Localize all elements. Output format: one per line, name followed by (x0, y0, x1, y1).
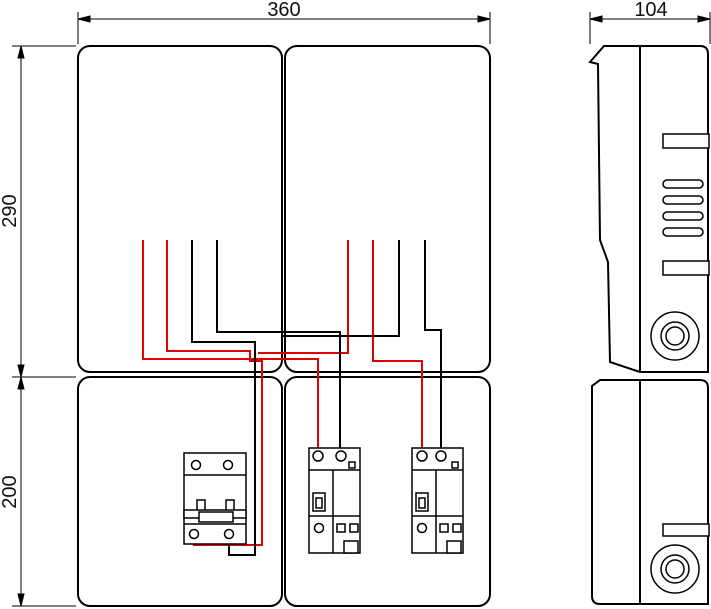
cable-gland-lower-icon (650, 544, 700, 594)
rcbo-breaker-2 (411, 447, 464, 554)
side-view-lower-tab (662, 523, 710, 537)
dimension-label-width: 360 (267, 0, 300, 21)
panel-upper-right (284, 45, 491, 373)
dimension-label-depth: 104 (634, 0, 667, 21)
side-view-upper (588, 45, 709, 373)
side-view-lower (591, 379, 709, 605)
dimension-height-lower (12, 376, 76, 607)
rcbo-breaker-1 (308, 447, 361, 554)
panel-lower-left (77, 376, 283, 607)
cable-gland-upper-icon (650, 311, 700, 361)
panel-upper-left (77, 45, 283, 373)
dimension-height-upper (12, 45, 76, 378)
wiring-black (191, 240, 442, 556)
dimension-label-upper-height: 290 (0, 194, 21, 227)
dimension-depth-side (589, 12, 711, 44)
main-circuit-breaker (183, 452, 247, 545)
side-view-vents (662, 133, 710, 276)
dimension-label-lower-height: 200 (0, 475, 21, 508)
dimension-width-front (77, 12, 491, 44)
